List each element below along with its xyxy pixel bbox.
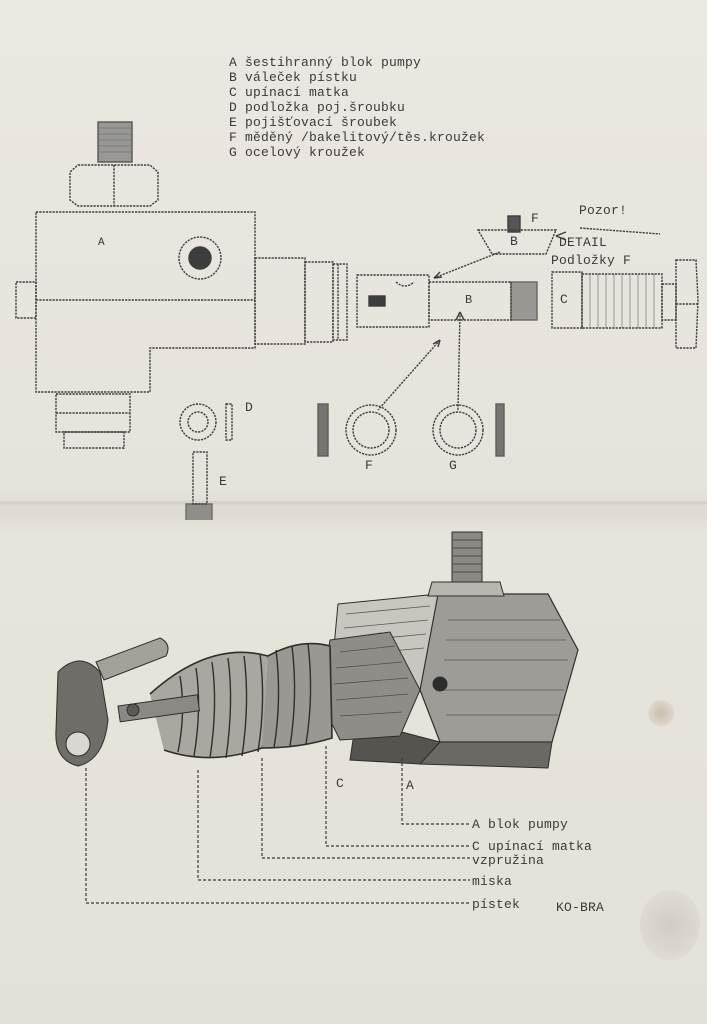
paper-stain: [640, 890, 700, 960]
label-b-roller: B: [465, 293, 473, 307]
copper-ring-f: [345, 404, 397, 456]
callout-pistek: pístek: [472, 897, 521, 912]
label-e: E: [219, 474, 228, 489]
assembly-letter-c: C: [336, 776, 345, 791]
paper-fold: [0, 500, 707, 506]
detail-washer: [476, 229, 558, 255]
label-g: G: [449, 458, 458, 473]
callout-blok-pumpy: A blok pumpy: [472, 817, 569, 832]
label-c: C: [560, 292, 569, 307]
pump-top-nut: [69, 164, 159, 207]
pump-top-stud: [97, 121, 133, 163]
bolt-head: [675, 259, 699, 349]
signature: KO-BRA: [556, 900, 605, 915]
hex-pump-block: [35, 211, 256, 393]
steel-ring-g: [432, 404, 484, 456]
clamp-nut-3d: [319, 631, 421, 741]
note-pozor: Pozor!: [579, 203, 628, 218]
legend-line: F měděný /bakelitový/těs.kroužek: [229, 130, 486, 145]
note-detail: DETAIL: [559, 235, 608, 250]
callout-upinaci-matka: C upínací matka: [472, 839, 593, 854]
piston-roller: [356, 274, 430, 328]
legend-line: E pojišťovací šroubek: [229, 115, 398, 130]
label-a: A: [98, 237, 105, 249]
callout-miska: miska: [472, 874, 513, 889]
callout-vzpruzina: vzpružina: [472, 853, 545, 868]
exploded-diagram: [15, 121, 699, 520]
handle-lever-3d: [55, 637, 201, 767]
label-b: B: [510, 234, 519, 249]
legend-line: G ocelový kroužek: [229, 145, 366, 160]
parts-legend: A šestihranný blok pumpy B váleček pístk…: [229, 55, 485, 160]
label-f: F: [365, 458, 374, 473]
washer-d: [179, 403, 217, 441]
legend-line: C upínací matka: [229, 85, 350, 100]
legend-line: D podložka poj.šroubku: [229, 100, 406, 115]
legend-line: A šestihranný blok pumpy: [229, 55, 422, 70]
block-port: [178, 236, 222, 280]
spring-3d: [149, 642, 333, 759]
label-f-detail: F: [531, 211, 540, 226]
label-d: D: [245, 400, 254, 415]
assembly-letter-a: A: [406, 778, 415, 793]
note-podlozky: Podložky F: [551, 253, 632, 268]
top-fitting-3d: [427, 531, 505, 597]
callout-leaders: [85, 746, 470, 904]
legend-line: B váleček pístku: [229, 70, 358, 85]
paper-stain: [648, 700, 674, 726]
